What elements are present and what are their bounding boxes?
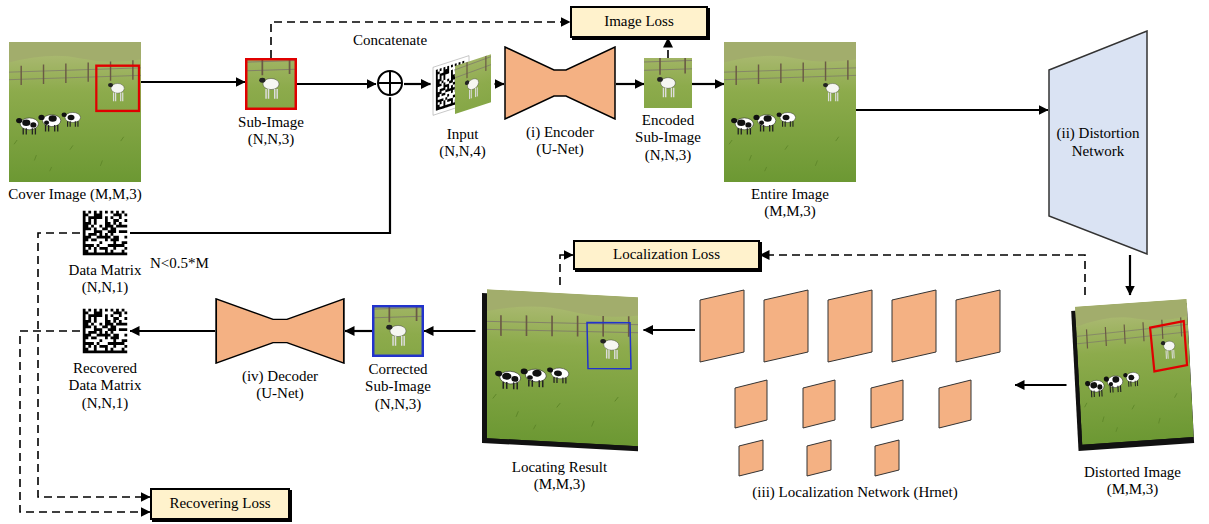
entire-image-figure <box>724 42 856 182</box>
loss-box: Localization Loss <box>573 240 760 270</box>
arrow-connector <box>616 83 644 85</box>
arrow-connector <box>297 83 376 85</box>
localization-network: (iii) Localization Network (Hrnet) <box>690 285 1020 501</box>
dashed-loss-connector <box>20 331 150 512</box>
arrow-connector <box>1015 384 1067 386</box>
recovered-data-matrix-figure <box>80 306 130 356</box>
distorted-image-figure <box>1067 295 1199 460</box>
locating-result: Locating Result (M,M,3) <box>472 285 647 494</box>
node-label: Corrected Sub-Image (N,N,3) <box>362 361 434 413</box>
corrected-sub-image-figure <box>372 305 424 357</box>
arrow-connector <box>424 330 476 332</box>
arrow-connector <box>345 330 372 332</box>
node-label: Data Matrix (N,N,1) <box>65 262 145 297</box>
entire-image: Entire Image (M,M,3) <box>724 42 856 221</box>
dashed-loss-connector <box>667 38 669 58</box>
localization-network-figure <box>695 285 1015 480</box>
node-label: Input (N,N,4) <box>430 126 496 161</box>
loss-box: Image Loss <box>570 6 708 38</box>
label-holder: (ii) Distortion Network <box>1048 30 1148 255</box>
node-label: (iv) Decoder (U-Net) <box>233 368 328 403</box>
arrow-connector <box>130 97 390 233</box>
node-label: Concatenate <box>345 32 435 49</box>
distorted-image: Distorted Image (M,M,3) <box>1060 295 1205 499</box>
node-label: Localization Loss <box>613 246 720 263</box>
dashed-loss-connector <box>760 255 1085 295</box>
encoded-sub-image: Encoded Sub-Image (N,N,3) <box>633 58 703 164</box>
node-label: Recovered Data Matrix (N,N,1) <box>65 360 145 412</box>
encoder-network: (i) Encoder (U-Net) <box>500 46 620 159</box>
concatenate-operator-figure <box>376 69 404 97</box>
decoder-network-figure <box>215 298 345 364</box>
arrow-connector <box>404 83 431 85</box>
node-label: (i) Encoder (U-Net) <box>515 124 605 159</box>
node-label: Entire Image (M,M,3) <box>740 186 840 221</box>
node-label: Cover Image (M,M,3) <box>2 186 148 203</box>
arrow-connector <box>644 329 696 331</box>
concatenate-operator: Concatenate <box>345 32 435 97</box>
node-label: Locating Result (M,M,3) <box>505 459 615 494</box>
arrow-connector <box>495 83 505 85</box>
cover-image-figure <box>9 42 141 182</box>
data-matrix: Data Matrix (N,N,1) <box>63 208 147 297</box>
encoded-sub-image-figure <box>644 58 692 108</box>
dashed-loss-connector <box>560 255 573 285</box>
arrow-connector <box>130 330 215 332</box>
arrow-connector <box>141 81 245 83</box>
node-label: (ii) Distortion Network <box>1052 125 1144 160</box>
sub-image: Sub-Image (N,N,3) <box>231 58 311 149</box>
node-label: Distorted Image (M,M,3) <box>1078 464 1188 499</box>
locating-result-figure <box>476 285 644 455</box>
distortion-network: (ii) Distortion Network <box>1048 30 1148 255</box>
node-label: Recovering Loss <box>169 495 270 512</box>
encoder-network-figure <box>504 46 616 120</box>
node-label: Sub-Image (N,N,3) <box>231 114 311 149</box>
recovered-data-matrix: Recovered Data Matrix (N,N,1) <box>63 306 147 412</box>
corrected-sub-image: Corrected Sub-Image (N,N,3) <box>358 305 438 413</box>
cover-image: Cover Image (M,M,3) <box>2 42 148 203</box>
dashed-loss-connector <box>271 22 570 58</box>
decoder-network: (iv) Decoder (U-Net) <box>212 298 348 403</box>
input-tensor-figure <box>431 50 495 122</box>
arrow-connector <box>692 83 724 85</box>
annotation-label: N<0.5*M <box>150 255 209 272</box>
input-tensor: Input (N,N,4) <box>425 50 500 161</box>
loss-box: Recovering Loss <box>150 488 290 520</box>
dashed-loss-connector <box>38 233 150 497</box>
node-label: Encoded Sub-Image (N,N,3) <box>633 112 703 164</box>
node-label: (iii) Localization Network (Hrnet) <box>690 484 1020 501</box>
sub-image-figure <box>245 58 297 110</box>
node-label: Image Loss <box>604 13 674 30</box>
arrow-connector <box>856 109 1048 111</box>
data-matrix-figure <box>80 208 130 258</box>
arrow-connector <box>1129 255 1131 295</box>
